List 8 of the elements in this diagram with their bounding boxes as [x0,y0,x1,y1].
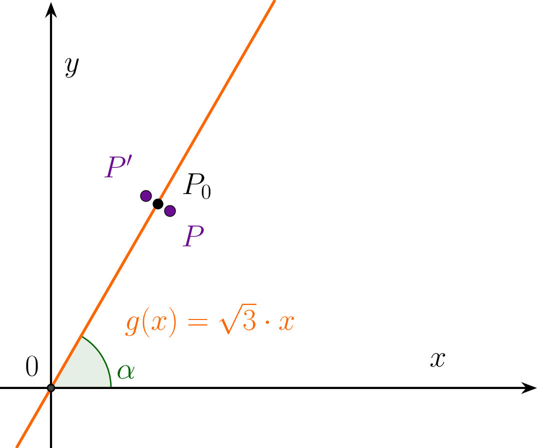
axis-label: $y$ [65,58,79,78]
function-label: $g(x) = \sqrt{3} \cdot x$ [125,304,294,338]
origin-label: $0$ [26,356,38,376]
axis-label: $x$ [430,353,446,367]
point-label: $P'$ [104,154,132,178]
point-label: $P_0$ [183,173,210,200]
point-label: $P$ [182,226,204,246]
angle-label: $\alpha$ [118,365,134,379]
